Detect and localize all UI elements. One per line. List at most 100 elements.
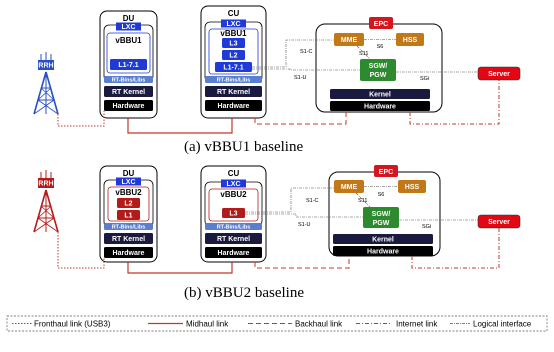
hardware-cu-b [205, 247, 262, 258]
legend: Fronthaul link (USB3) Midhaul link Backh… [6, 315, 548, 332]
rt-bins-cu-a [205, 76, 262, 83]
rrh-tower-b: RRH [33, 170, 59, 233]
cu-title-a: CU [228, 9, 240, 18]
svg-text:RT-Bins/Libs: RT-Bins/Libs [217, 225, 251, 231]
hardware-du-b [104, 247, 153, 258]
layer-l2-du-b [117, 198, 140, 208]
epc-badge-a [369, 17, 393, 29]
vbbu-label-cu-b: vBBU2 [220, 190, 247, 199]
svg-text:S6: S6 [378, 192, 385, 198]
svg-text:PGW: PGW [373, 220, 390, 227]
legend-backhaul: Backhaul link [295, 320, 343, 329]
svg-text:LXC: LXC [122, 179, 136, 186]
lxc-badge-du-b [116, 177, 141, 186]
vbbu-label-du-a: vBBU1 [115, 36, 142, 45]
links-b: S1-C S1-U SGi [57, 187, 500, 274]
layer-l1-cu-a [215, 62, 252, 72]
svg-text:RT Kernel: RT Kernel [112, 89, 145, 96]
svg-text:Hardware: Hardware [218, 250, 250, 257]
svg-text:LXC: LXC [227, 181, 241, 188]
vbbu-label-cu-a: vBBU1 [220, 29, 247, 38]
svg-text:Hardware: Hardware [367, 249, 399, 256]
layer-l1-du-a [110, 59, 147, 70]
svg-text:L1-7.1: L1-7.1 [223, 65, 243, 72]
du-title-b: DU [123, 169, 135, 178]
sgw-pgw-a [360, 59, 396, 81]
rt-kernel-du-b [104, 233, 153, 244]
svg-text:Hardware: Hardware [113, 250, 145, 257]
svg-text:Hardware: Hardware [218, 103, 250, 110]
hardware-epc-a [330, 101, 430, 111]
kernel-b [333, 234, 433, 244]
svg-text:HSS: HSS [403, 37, 418, 44]
svg-text:S6: S6 [377, 44, 384, 50]
svg-text:S11: S11 [359, 51, 368, 57]
svg-text:LXC: LXC [227, 21, 241, 28]
rt-bins-du-b [104, 223, 153, 230]
legend-midhaul: Midhaul link [186, 320, 229, 329]
s1u-label-b: S1-U [298, 222, 311, 228]
s1c-label-a: S1-C [300, 49, 313, 55]
svg-text:L1: L1 [124, 213, 132, 220]
panel-b: RRH DU LXC vBBU2 L2 L1 RT-Bins/Libs RT K… [33, 165, 521, 274]
server-b: Server [477, 214, 521, 229]
rrh-box-a [38, 60, 54, 70]
sgw-pgw-b [363, 207, 399, 228]
layer-l3-cu-a [222, 38, 245, 48]
caption-b: (b) vBBU2 baseline [184, 285, 304, 301]
rt-kernel-du-a [104, 86, 153, 97]
svg-text:RT-Bins/Libs: RT-Bins/Libs [112, 225, 146, 231]
rt-bins-du-a [104, 76, 153, 83]
svg-text:L3: L3 [229, 41, 237, 48]
kernel-a [330, 89, 430, 99]
lxc-badge-cu-b [221, 179, 246, 188]
hss-a [396, 33, 424, 46]
hardware-du-a [104, 100, 153, 111]
hardware-epc-b [333, 246, 433, 256]
layer-l3-cu-b [222, 208, 245, 218]
sgi-label-a: SGi [420, 76, 429, 82]
svg-text:L2: L2 [229, 53, 237, 60]
s1c-label-b: S1-C [306, 198, 319, 204]
legend-internet: Internet link [396, 320, 438, 329]
rt-kernel-cu-a [205, 86, 262, 97]
rrh-label-a: RRH [38, 63, 53, 70]
svg-text:LXC: LXC [122, 24, 136, 31]
svg-text:MME: MME [341, 184, 358, 191]
svg-text:RT Kernel: RT Kernel [217, 236, 250, 243]
svg-text:L2: L2 [124, 201, 132, 208]
epc-b: EPC MME HSS SGW/ PGW Kernel Hardware S6 … [328, 165, 441, 257]
svg-text:MME: MME [341, 37, 358, 44]
svg-text:Kernel: Kernel [369, 92, 391, 99]
mme-b [334, 180, 364, 193]
rrh-box-b [38, 178, 54, 188]
legend-fronthaul: Fronthaul link (USB3) [34, 320, 111, 329]
s1u-label-a: S1-U [294, 75, 307, 81]
epc-a: EPC MME HSS SGW/ PGW Kernel Hardware S6 … [315, 17, 443, 113]
svg-text:HSS: HSS [405, 184, 420, 191]
panel-a: RRH DU LXC vBBU1 L1-7.1 RT-Bins/Libs RT … [33, 5, 521, 134]
du-b: DU LXC vBBU2 L2 L1 RT-Bins/Libs RT Kerne… [99, 165, 158, 263]
svg-text:RT Kernel: RT Kernel [217, 89, 250, 96]
sgi-label-b: SGi [422, 224, 431, 230]
rt-kernel-cu-b [205, 233, 262, 244]
svg-text:SGW/: SGW/ [369, 63, 388, 70]
rt-bins-cu-b [205, 223, 262, 230]
svg-text:Hardware: Hardware [113, 103, 145, 110]
cu-title-b: CU [228, 169, 240, 178]
du-title-a: DU [123, 14, 135, 23]
server-label-b: Server [488, 219, 510, 226]
epc-badge-b [374, 165, 398, 177]
lxc-badge-du-a [116, 22, 141, 31]
svg-text:L3: L3 [229, 211, 237, 218]
vbbu-label-du-b: vBBU2 [115, 188, 142, 197]
links-a: S1-C S1-U SGi [57, 39, 500, 134]
server-label-a: Server [488, 71, 510, 78]
svg-text:L1-7.1: L1-7.1 [118, 62, 138, 69]
layer-l1-du-b [117, 210, 140, 220]
legend-logical: Logical interface [473, 320, 532, 329]
layer-l2-cu-a [222, 50, 245, 60]
svg-text:EPC: EPC [374, 21, 388, 28]
svg-text:RT Kernel: RT Kernel [112, 236, 145, 243]
